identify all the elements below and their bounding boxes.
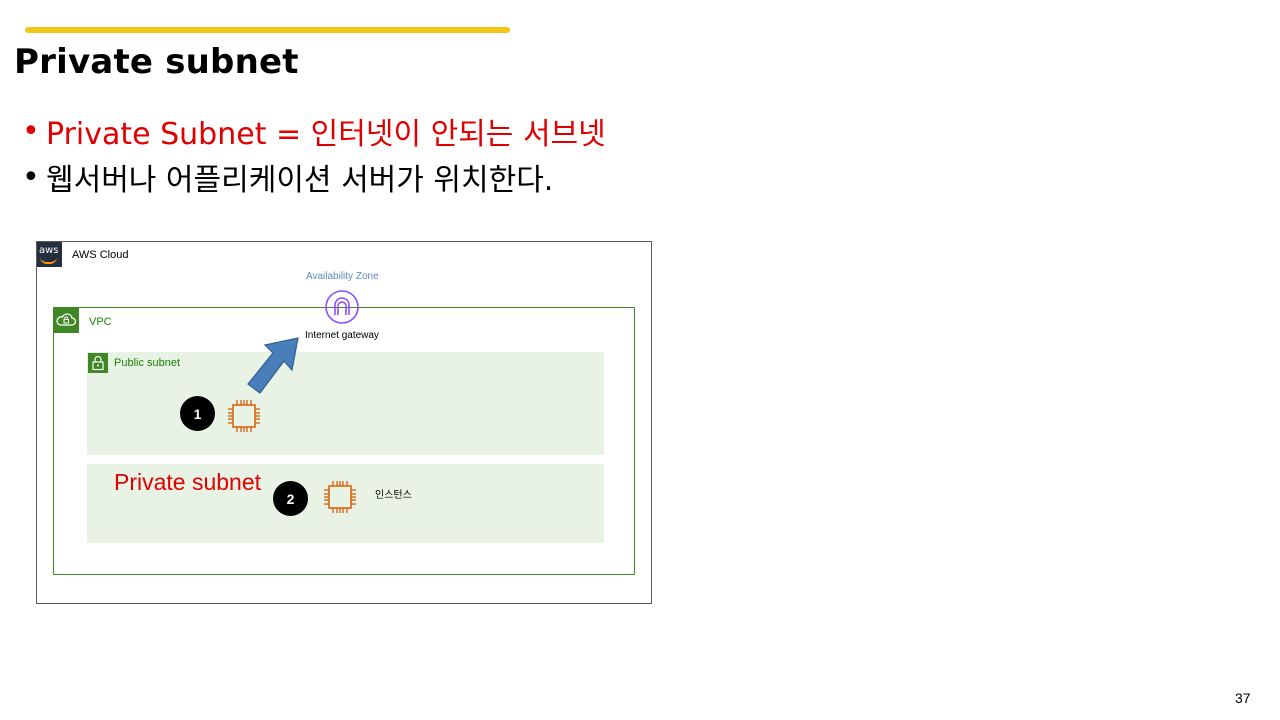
vpc-label: VPC bbox=[89, 316, 112, 328]
bullet-text: Private Subnet = 인터넷이 안되는 서브넷 bbox=[46, 117, 606, 152]
public-subnet-container bbox=[87, 352, 604, 455]
bullet-item: • 웹서버나 어플리케이션 서버가 위치한다. bbox=[22, 154, 606, 200]
vpc-cloud-icon bbox=[53, 307, 79, 333]
bullet-dot-icon: • bbox=[22, 113, 40, 149]
slide-title: Private subnet bbox=[14, 42, 299, 82]
lock-icon bbox=[88, 353, 108, 373]
title-accent-bar bbox=[25, 27, 510, 33]
private-subnet-label: Private subnet bbox=[114, 469, 262, 495]
bullet-item: • Private Subnet = 인터넷이 안되는 서브넷 bbox=[22, 108, 606, 154]
step-badge-2: 2 bbox=[273, 481, 308, 516]
private-subnet-container bbox=[87, 464, 604, 543]
vpc-container bbox=[53, 307, 635, 575]
aws-cloud-label: AWS Cloud bbox=[72, 249, 129, 261]
ec2-chip-icon bbox=[226, 398, 262, 434]
bullet-text: 웹서버나 어플리케이션 서버가 위치한다. bbox=[46, 163, 554, 198]
internet-gateway-icon bbox=[324, 289, 360, 325]
bullet-dot-icon: • bbox=[22, 159, 40, 195]
internet-gateway-label: Internet gateway bbox=[305, 330, 379, 341]
page-number: 37 bbox=[1235, 690, 1251, 706]
aws-logo-icon: aws bbox=[37, 242, 62, 267]
bullet-list: • Private Subnet = 인터넷이 안되는 서브넷 • 웹서버나 어… bbox=[22, 108, 606, 200]
public-subnet-label: Public subnet bbox=[114, 357, 181, 369]
instance-label: 인스턴스 bbox=[375, 490, 412, 501]
step-badge-1: 1 bbox=[180, 396, 215, 431]
up-right-arrow-icon bbox=[247, 337, 299, 394]
ec2-chip-icon bbox=[322, 479, 358, 515]
availability-zone-label: Availability Zone bbox=[306, 271, 379, 282]
